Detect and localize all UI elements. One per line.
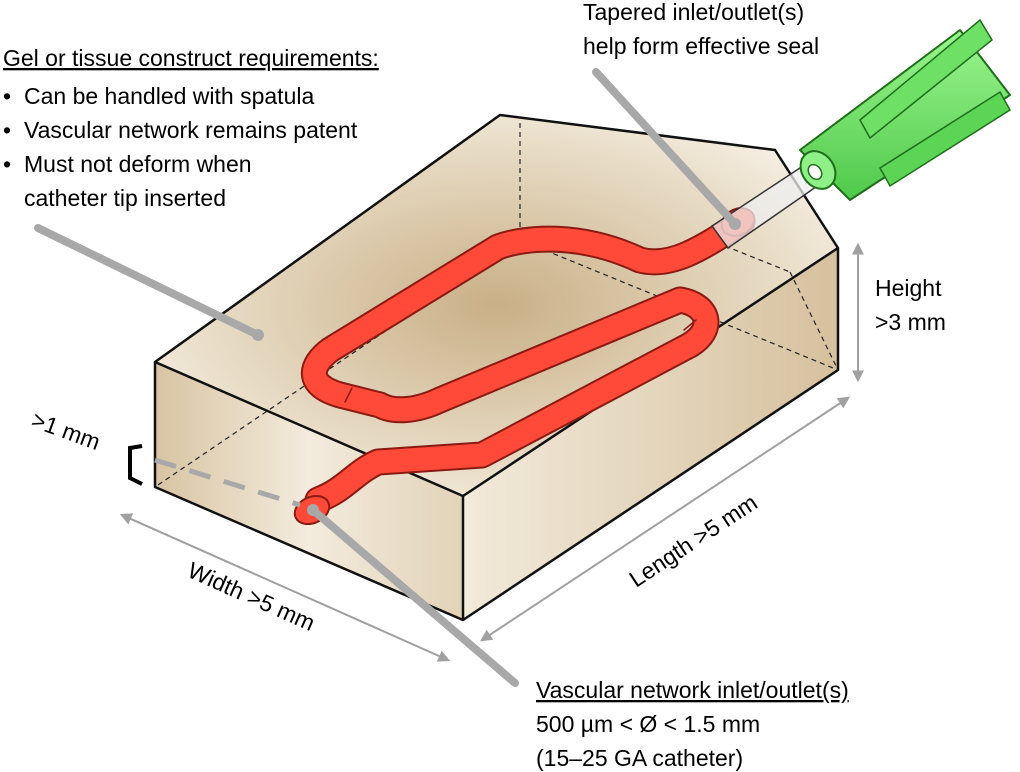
depth-label: >1 mm [28, 406, 104, 455]
tapered-label: Tapered inlet/outlet(s) help form effect… [583, 0, 819, 59]
callout-gel [34, 224, 262, 339]
depth-dash-line [154, 457, 301, 508]
gel-bullet-3: Must not deform when [24, 151, 252, 177]
tapered-line-1: Tapered inlet/outlet(s) [583, 0, 804, 25]
height-line-2: >3 mm [875, 309, 946, 335]
length-label: Length >5 mm [624, 489, 761, 592]
gel-requirements: Gel or tissue construct requirements: • … [3, 45, 379, 211]
tapered-line-2: help form effective seal [583, 33, 819, 59]
height-label: Height >3 mm [875, 275, 946, 335]
dimension-arrows [119, 242, 864, 662]
gel-bullet-1: Can be handled with spatula [24, 83, 314, 109]
vascular-label: Vascular network inlet/outlet(s) 500 µm … [536, 677, 849, 771]
bullet-glyph: • [3, 83, 11, 109]
depth-bracket [128, 444, 143, 486]
vascular-line-2: 500 µm < Ø < 1.5 mm [536, 711, 760, 737]
callout-tapered [592, 68, 739, 228]
height-line-1: Height [875, 275, 942, 301]
gel-bullet-3-cont: catheter tip inserted [24, 185, 226, 211]
bullet-glyph: • [3, 151, 11, 177]
vascular-line-3: (15–25 GA catheter) [536, 745, 743, 771]
gel-requirements-title: Gel or tissue construct requirements: [3, 45, 379, 71]
bullet-glyph: • [3, 117, 11, 143]
width-arrow [119, 513, 451, 662]
length-arrow [479, 396, 851, 642]
gel-outline [153, 113, 840, 622]
width-label: Width >5 mm [184, 557, 319, 636]
vascular-title: Vascular network inlet/outlet(s) [536, 677, 849, 703]
gel-bullet-2: Vascular network remains patent [24, 117, 358, 143]
catheter-hub-icon [799, 18, 1011, 201]
